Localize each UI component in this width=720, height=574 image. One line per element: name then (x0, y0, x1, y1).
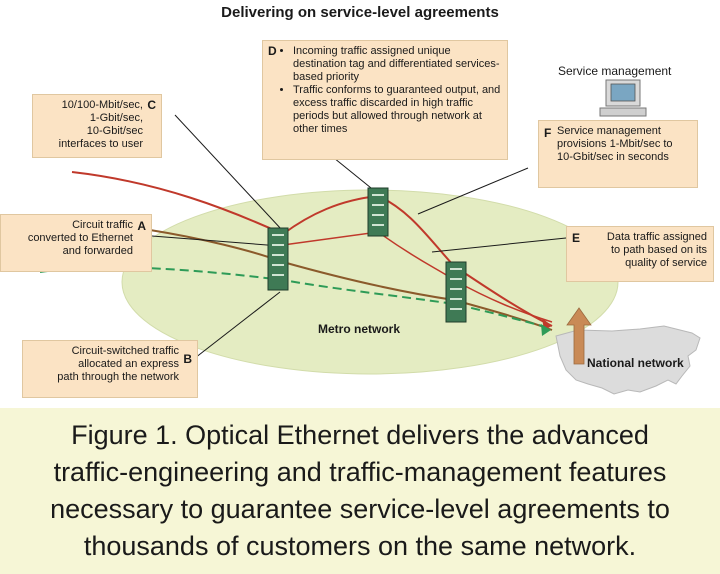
callout-f-line-1: Service management (557, 125, 661, 137)
arrow-head-green (541, 324, 551, 336)
callout-a-line-1: Circuit traffic (72, 219, 133, 231)
router-left (267, 227, 289, 291)
callout-b-line-3: path through the network (57, 371, 179, 383)
caption-line-3: necessary to guarantee service-level agr… (50, 494, 670, 524)
callout-f-line-2: provisions 1-Mbit/sec to (557, 138, 673, 150)
computer-icon (599, 79, 647, 117)
national-network-map (555, 325, 701, 395)
upward-arrow-icon (566, 307, 592, 365)
callout-f: F Service management provisions 1-Mbit/s… (538, 120, 698, 188)
callout-d-letter: D (268, 44, 277, 58)
callout-e-letter: E (572, 231, 581, 245)
connector-a (151, 235, 281, 247)
diagram-graphics (39, 79, 701, 395)
callout-e-line-1: Data traffic assigned (606, 231, 707, 243)
red-traffic-line-2 (282, 231, 553, 323)
callout-a-letter: A (137, 219, 146, 233)
callout-f-line-3: 10-Gbit/sec in seconds (557, 151, 669, 163)
national-network-label: National network (587, 356, 684, 370)
diagram-area: Delivering on service-level agreements C… (0, 0, 720, 408)
callout-d-list: Incoming traffic assigned unique destina… (281, 45, 501, 136)
callout-e-line-3: quality of service (625, 257, 707, 269)
callout-b-line-2: allocated an express (78, 358, 179, 370)
callout-d-bullet-2: Traffic conforms to guaranteed output, a… (293, 84, 501, 136)
callout-a-line-2: converted to Ethernet (27, 232, 133, 244)
caption-line-1: Figure 1. Optical Ethernet delivers the … (71, 420, 649, 450)
connector-b (194, 291, 281, 359)
callout-d-bullet-1: Incoming traffic assigned unique destina… (293, 45, 501, 84)
connector-c (174, 114, 283, 231)
callout-e: E Data traffic assigned to path based on… (566, 226, 714, 282)
connector-f (417, 167, 529, 215)
callout-b-letter: B (183, 352, 192, 366)
callout-e-line-2: to path based on its (610, 244, 707, 256)
callout-a: A Circuit traffic converted to Ethernet … (0, 214, 152, 272)
diagram-title: Delivering on service-level agreements (221, 4, 499, 21)
router-top (367, 187, 389, 237)
connector-d (333, 157, 377, 193)
connector-e (431, 237, 567, 253)
figure-caption: Figure 1. Optical Ethernet delivers the … (0, 408, 720, 574)
callout-b: B Circuit-switched traffic allocated an … (22, 340, 198, 398)
callout-c-line-2: 1-Gbit/sec, (89, 112, 143, 124)
caption-line-2: traffic-engineering and traffic-manageme… (53, 457, 667, 487)
service-management-title: Service management (558, 64, 672, 78)
callout-f-letter: F (544, 126, 552, 140)
brown-traffic-line (149, 229, 553, 331)
callout-d: D Incoming traffic assigned unique desti… (262, 40, 508, 160)
callout-c: C 10/100-Mbit/sec, 1-Gbit/sec, 10-Gbit/s… (32, 94, 162, 158)
caption-line-4: thousands of customers on the same netwo… (83, 531, 637, 561)
callout-c-line-3: 10-Gbit/sec (86, 125, 143, 137)
router-right (445, 261, 467, 323)
green-traffic-line (39, 266, 551, 329)
callout-c-letter: C (147, 98, 156, 112)
metro-network-label: Metro network (318, 322, 401, 336)
callout-c-line-4: interfaces to user (58, 138, 143, 150)
callout-b-line-1: Circuit-switched traffic (71, 345, 179, 357)
callout-a-line-3: and forwarded (62, 245, 133, 257)
callout-c-line-1: 10/100-Mbit/sec, (61, 99, 143, 111)
